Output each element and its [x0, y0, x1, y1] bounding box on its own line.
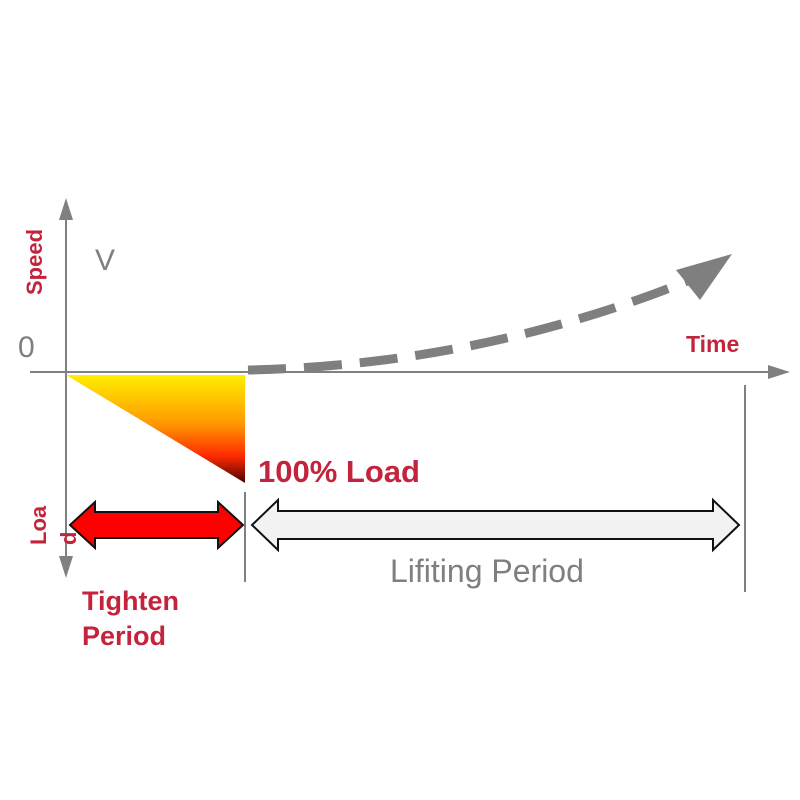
- tighten-label-line1: Tighten: [82, 586, 179, 616]
- origin-label: 0: [18, 331, 35, 364]
- speed-axis-label: Speed: [22, 229, 47, 295]
- vertical-axis: [59, 198, 73, 578]
- time-axis-label: Time: [686, 331, 739, 357]
- load-axis-label-tail: d: [56, 532, 81, 545]
- lifting-period-label: Lifiting Period: [390, 553, 584, 589]
- tighten-label-line2: Period: [82, 621, 166, 651]
- time-axis: [30, 365, 790, 379]
- tighten-period-arrow: [68, 499, 245, 551]
- load-ramp-triangle: [66, 375, 245, 483]
- speed-curve-dashed: [247, 254, 732, 375]
- lifting-period-arrow: [250, 497, 741, 553]
- full-load-label: 100% Load: [258, 454, 420, 489]
- speed-symbol: V: [95, 244, 115, 277]
- load-axis-label: Loa: [26, 505, 51, 545]
